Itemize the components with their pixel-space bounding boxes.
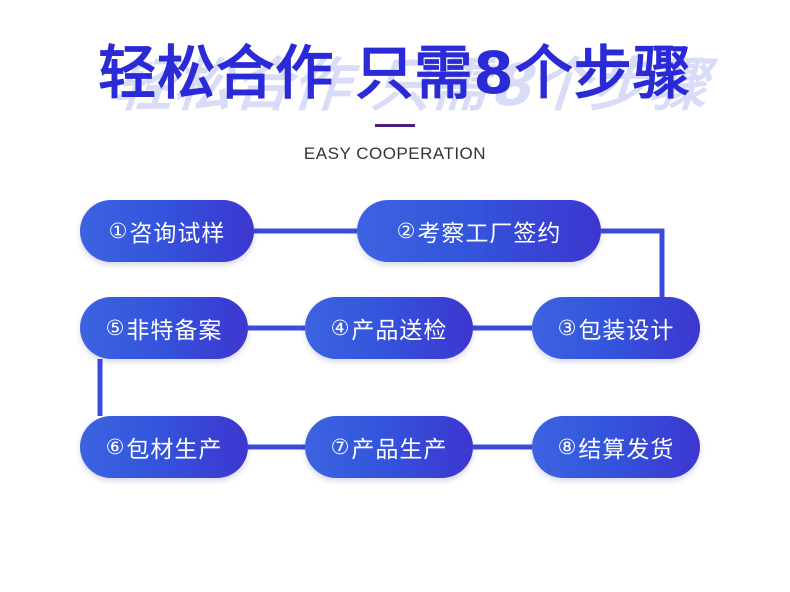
step-number: ② <box>396 219 417 243</box>
step-label: 产品送检 <box>351 318 448 344</box>
step-label: 咨询试样 <box>129 221 226 247</box>
step-label: 考察工厂签约 <box>417 221 562 247</box>
connector-2-3 <box>601 228 665 297</box>
step-number: ④ <box>330 316 351 340</box>
step-number: ① <box>108 219 129 243</box>
step-number: ⑧ <box>557 435 578 459</box>
step-number: ⑤ <box>105 316 126 340</box>
step-number: ⑥ <box>105 435 126 459</box>
step-label: 包材生产 <box>126 437 223 463</box>
step-label: 结算发货 <box>578 437 675 463</box>
title-divider <box>375 124 415 127</box>
page-subtitle: EASY COOPERATION <box>303 144 487 163</box>
step-number: ③ <box>557 316 578 340</box>
page-title: 轻松合作 只需8个步骤 <box>98 39 692 107</box>
step-label: 产品生产 <box>351 437 448 463</box>
title-block: 轻松合作 只需8个步骤 轻松合作 只需8个步骤 <box>0 32 790 119</box>
step-label: 包装设计 <box>578 318 675 344</box>
step-number: ⑦ <box>330 435 351 459</box>
step-label: 非特备案 <box>126 318 223 344</box>
